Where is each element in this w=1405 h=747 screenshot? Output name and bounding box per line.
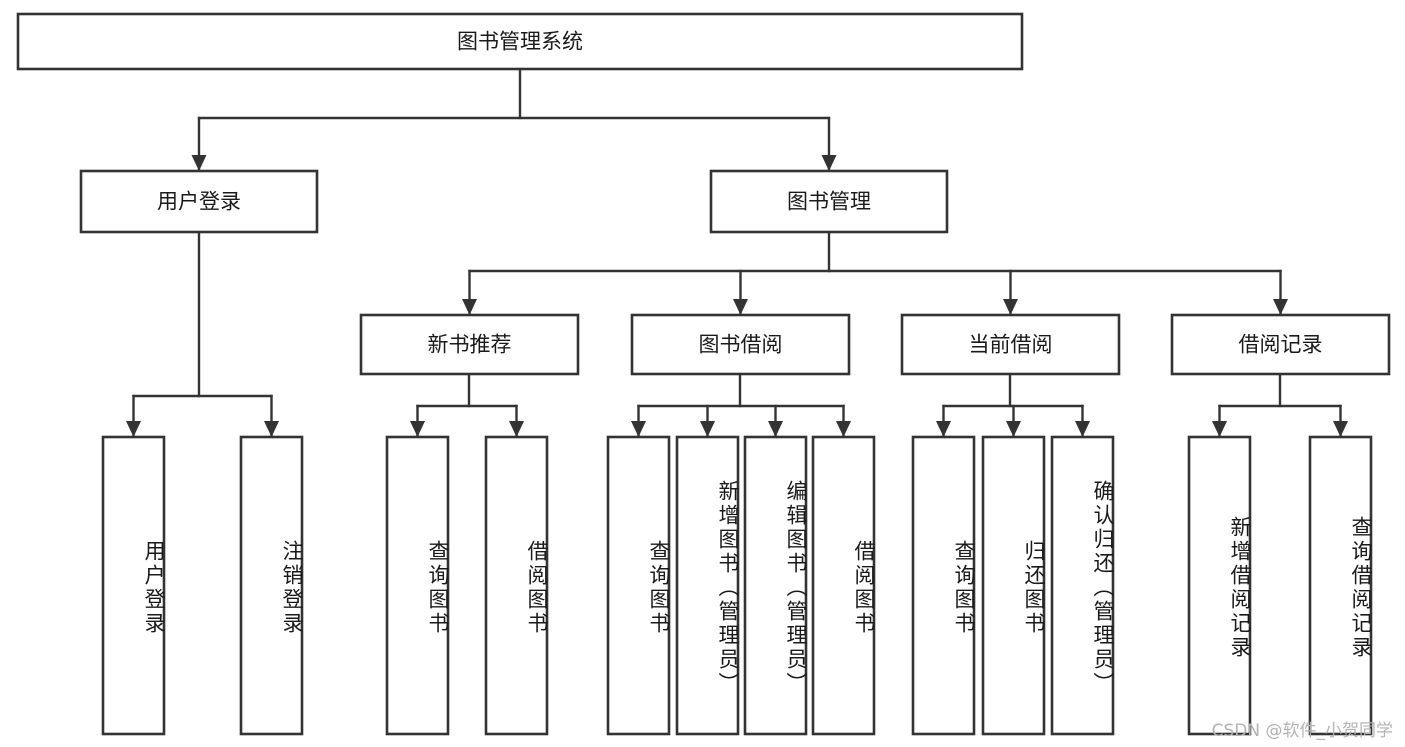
node-leaf-query-book-current-rect[interactable] xyxy=(911,435,976,736)
arrow-head-icon xyxy=(509,421,524,437)
node-current-borrow[interactable]: 当前借阅 xyxy=(900,313,1121,376)
node-leaf-return-book-rect[interactable] xyxy=(981,435,1046,736)
node-leaf-user-login[interactable] xyxy=(101,435,166,736)
arrow-head-icon xyxy=(191,155,207,171)
node-leaf-borrow-book-recommend[interactable] xyxy=(484,435,549,736)
edge-user-login-bus xyxy=(126,230,279,439)
node-leaf-query-book-borrow-rect[interactable] xyxy=(606,435,671,736)
node-current-borrow-label: 当前借阅 xyxy=(969,333,1053,357)
node-book-borrow-label: 图书借阅 xyxy=(699,333,783,357)
node-leaf-add-borrow-record[interactable] xyxy=(1187,435,1252,736)
node-leaf-query-book-borrow[interactable] xyxy=(606,435,671,736)
node-new-book-recommend-label: 新书推荐 xyxy=(428,333,512,357)
node-leaf-query-book-current[interactable] xyxy=(911,435,976,736)
node-leaf-borrow-book-borrow-rect[interactable] xyxy=(811,435,876,736)
arrow-head-icon xyxy=(410,421,425,437)
node-leaf-user-logout[interactable] xyxy=(239,435,304,736)
arrow-head-icon xyxy=(1006,421,1021,437)
arrow-head-icon xyxy=(264,421,279,437)
node-leaf-edit-book-admin[interactable] xyxy=(743,435,808,736)
node-leaf-borrow-book-recommend-rect[interactable] xyxy=(484,435,549,736)
edge-recommend-bus xyxy=(410,372,524,439)
node-leaf-add-book-admin-rect[interactable] xyxy=(675,435,740,736)
connectors-layer xyxy=(126,67,1348,439)
arrow-head-icon xyxy=(733,299,748,315)
edge-borrow-bus xyxy=(631,372,851,439)
node-leaf-user-logout-rect[interactable] xyxy=(239,435,304,736)
node-leaf-query-borrow-record[interactable] xyxy=(1308,435,1373,736)
node-root-rect[interactable] xyxy=(16,12,1024,71)
node-user-login-label: 用户登录 xyxy=(157,190,241,214)
node-new-book-recommend[interactable]: 新书推荐 xyxy=(359,313,580,376)
edge-record-bus xyxy=(1212,372,1348,439)
node-current-borrow-rect[interactable] xyxy=(900,313,1121,376)
arrow-head-icon xyxy=(462,299,477,315)
csdn-watermark: CSDN @软件_小贺同学 xyxy=(1211,721,1393,741)
arrow-head-icon xyxy=(631,421,646,437)
node-leaf-query-borrow-record-rect[interactable] xyxy=(1308,435,1373,736)
arrow-head-icon xyxy=(700,421,715,437)
node-borrow-record-rect[interactable] xyxy=(1170,313,1391,376)
node-borrow-record-label: 借阅记录 xyxy=(1239,333,1323,357)
arrow-head-icon xyxy=(1003,299,1018,315)
edge-root-bus xyxy=(191,67,837,173)
arrow-head-icon xyxy=(126,421,141,437)
node-leaf-query-book-recommend-rect[interactable] xyxy=(385,435,450,736)
node-book-manage-rect[interactable] xyxy=(709,169,949,234)
arrow-head-icon xyxy=(936,421,951,437)
arrow-head-icon xyxy=(1212,421,1227,437)
arrow-head-icon xyxy=(1075,421,1090,437)
node-leaf-return-book[interactable] xyxy=(981,435,1046,736)
node-borrow-record[interactable]: 借阅记录 xyxy=(1170,313,1391,376)
node-new-book-recommend-rect[interactable] xyxy=(359,313,580,376)
node-book-borrow-rect[interactable] xyxy=(630,313,851,376)
node-leaf-confirm-return-admin-rect[interactable] xyxy=(1050,435,1115,736)
node-book-manage[interactable]: 图书管理 xyxy=(709,169,949,234)
node-book-borrow[interactable]: 图书借阅 xyxy=(630,313,851,376)
node-leaf-query-book-recommend[interactable] xyxy=(385,435,450,736)
node-user-login[interactable]: 用户登录 xyxy=(79,169,319,234)
node-leaf-edit-book-admin-rect[interactable] xyxy=(743,435,808,736)
edge-current-bus xyxy=(936,372,1090,439)
edge-book-manage-bus xyxy=(462,230,1288,317)
arrow-head-icon xyxy=(836,421,851,437)
arrow-head-icon xyxy=(821,155,837,171)
node-book-manage-label: 图书管理 xyxy=(787,190,871,214)
arrow-head-icon xyxy=(768,421,783,437)
node-leaf-add-book-admin[interactable] xyxy=(675,435,740,736)
arrow-head-icon xyxy=(1273,299,1288,315)
node-leaf-add-borrow-record-rect[interactable] xyxy=(1187,435,1252,736)
node-root-label: 图书管理系统 xyxy=(457,30,583,54)
node-leaf-user-login-rect[interactable] xyxy=(101,435,166,736)
node-leaf-borrow-book-borrow[interactable] xyxy=(811,435,876,736)
arrow-head-icon xyxy=(1333,421,1348,437)
node-user-login-rect[interactable] xyxy=(79,169,319,234)
node-root[interactable]: 图书管理系统 xyxy=(16,12,1024,71)
node-leaf-confirm-return-admin[interactable] xyxy=(1050,435,1115,736)
